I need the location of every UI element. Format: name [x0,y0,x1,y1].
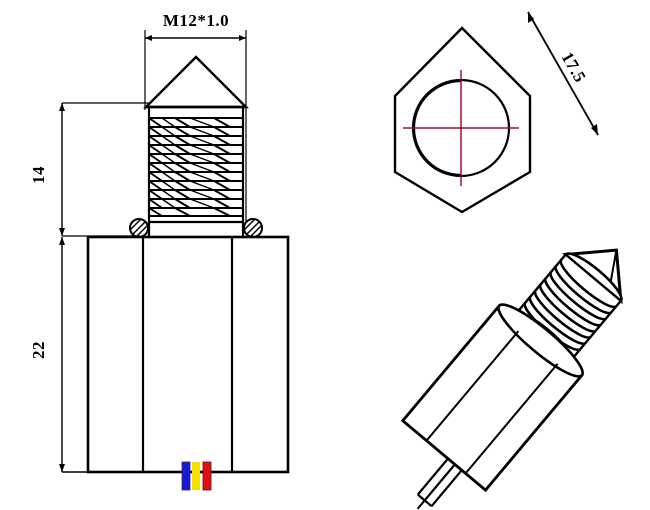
hexagon-outline [393,26,532,214]
dim-arrow-start-17-5 [528,12,534,23]
iso-wire-3 [430,469,463,507]
sensor-body [86,235,290,474]
iso-thread-lines [518,259,618,358]
dimension-body-length: 22 [29,237,88,473]
dim-label-m12: M12*1.0 [163,11,229,30]
wire-red [203,462,211,490]
iso-wire-tail [416,502,423,510]
iso-sensor-body [400,303,584,493]
dimension-thread-spec: M12*1.0 [144,11,247,225]
iso-wire-1 [416,457,449,496]
hex-view-group: 17.5 [393,11,599,214]
wire-yellow [192,462,200,490]
dim-arrow-bottom-14 [59,228,65,236]
threaded-section [147,107,245,236]
front-view-group: M12*1.0 [29,11,290,491]
dim-arrow-left-m12 [145,35,152,41]
dimension-thread-length: 14 [29,102,149,237]
conical-tip [143,55,249,109]
wire-blue [182,462,190,490]
dim-label-14: 14 [29,166,48,184]
seal-washer-right [243,218,263,238]
wire-red-outline [202,461,212,491]
wire-blue-outline [181,461,191,491]
dim-arrow-bottom-22 [59,464,65,472]
wire-bundle-front [181,461,212,491]
dim-arrow-right-m12 [239,35,246,41]
iso-body-fold-right [464,363,559,475]
isometric-view-group [400,248,623,510]
thread-pattern [148,116,243,218]
dim-arrow-top-14 [59,103,65,111]
dim-arrow-top-22 [59,237,65,245]
iso-body-top-ellipse [497,303,584,378]
iso-wire-2 [421,463,456,505]
iso-wire-bundle [416,457,463,510]
iso-wire-end-cap [417,493,433,508]
body-outline [86,235,290,474]
dim-line-17-5 [527,11,599,136]
dim-arrow-end-17-5 [591,124,598,135]
dim-label-22: 22 [29,341,48,359]
iso-body-fold-left [425,330,520,442]
